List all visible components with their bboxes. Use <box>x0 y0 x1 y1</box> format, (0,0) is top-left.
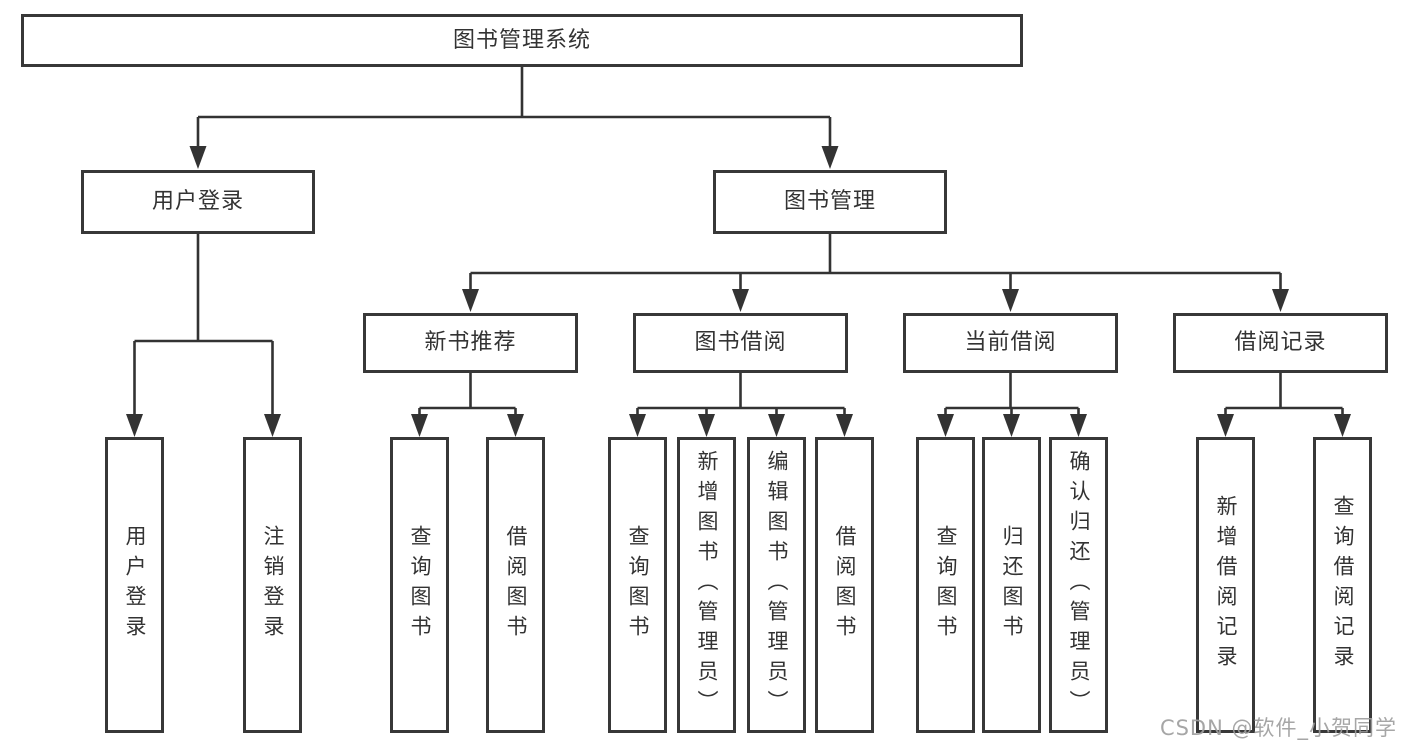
edge-user-login-to-leaves <box>133 234 274 415</box>
leaf-add-borrow-record: 新增借阅记录 <box>1196 437 1255 733</box>
leaf-borrowing-borrow-books: 借阅图书 <box>815 437 874 733</box>
arrowheads <box>126 146 1351 437</box>
leaf-current-query-books: 查询图书 <box>916 437 975 733</box>
leaf-user-login: 用户登录 <box>105 437 164 733</box>
leaf-borrowing-query-books: 查询图书 <box>608 437 667 733</box>
leaf-recommend-borrow-books: 借阅图书 <box>486 437 545 733</box>
edge-current-borrowing-to-leaves <box>944 373 1080 415</box>
edge-book-management-to-level3 <box>469 234 1282 290</box>
node-user-login: 用户登录 <box>81 170 315 234</box>
node-book-management: 图书管理 <box>713 170 947 234</box>
leaf-edit-book-admin: 编辑图书（管理员） <box>747 437 806 733</box>
node-current-borrowing: 当前借阅 <box>903 313 1118 373</box>
edge-book-borrowing-to-leaves <box>636 373 846 415</box>
node-borrowing-records: 借阅记录 <box>1173 313 1388 373</box>
node-new-book-recommend: 新书推荐 <box>363 313 578 373</box>
node-root-system: 图书管理系统 <box>21 14 1023 67</box>
edge-new-book-recommend-to-leaves <box>418 373 517 415</box>
leaf-confirm-return-admin: 确认归还（管理员） <box>1049 437 1108 733</box>
leaf-query-borrow-record: 查询借阅记录 <box>1313 437 1372 733</box>
leaf-logout: 注销登录 <box>243 437 302 733</box>
leaf-add-book-admin: 新增图书（管理员） <box>677 437 736 733</box>
edge-borrowing-records-to-leaves <box>1224 373 1344 415</box>
csdn-watermark: CSDN @软件_小贺同学 <box>1159 716 1397 740</box>
edge-root-to-level2 <box>196 67 832 147</box>
leaf-return-book: 归还图书 <box>982 437 1041 733</box>
node-book-borrowing: 图书借阅 <box>633 313 848 373</box>
leaf-recommend-query-books: 查询图书 <box>390 437 449 733</box>
